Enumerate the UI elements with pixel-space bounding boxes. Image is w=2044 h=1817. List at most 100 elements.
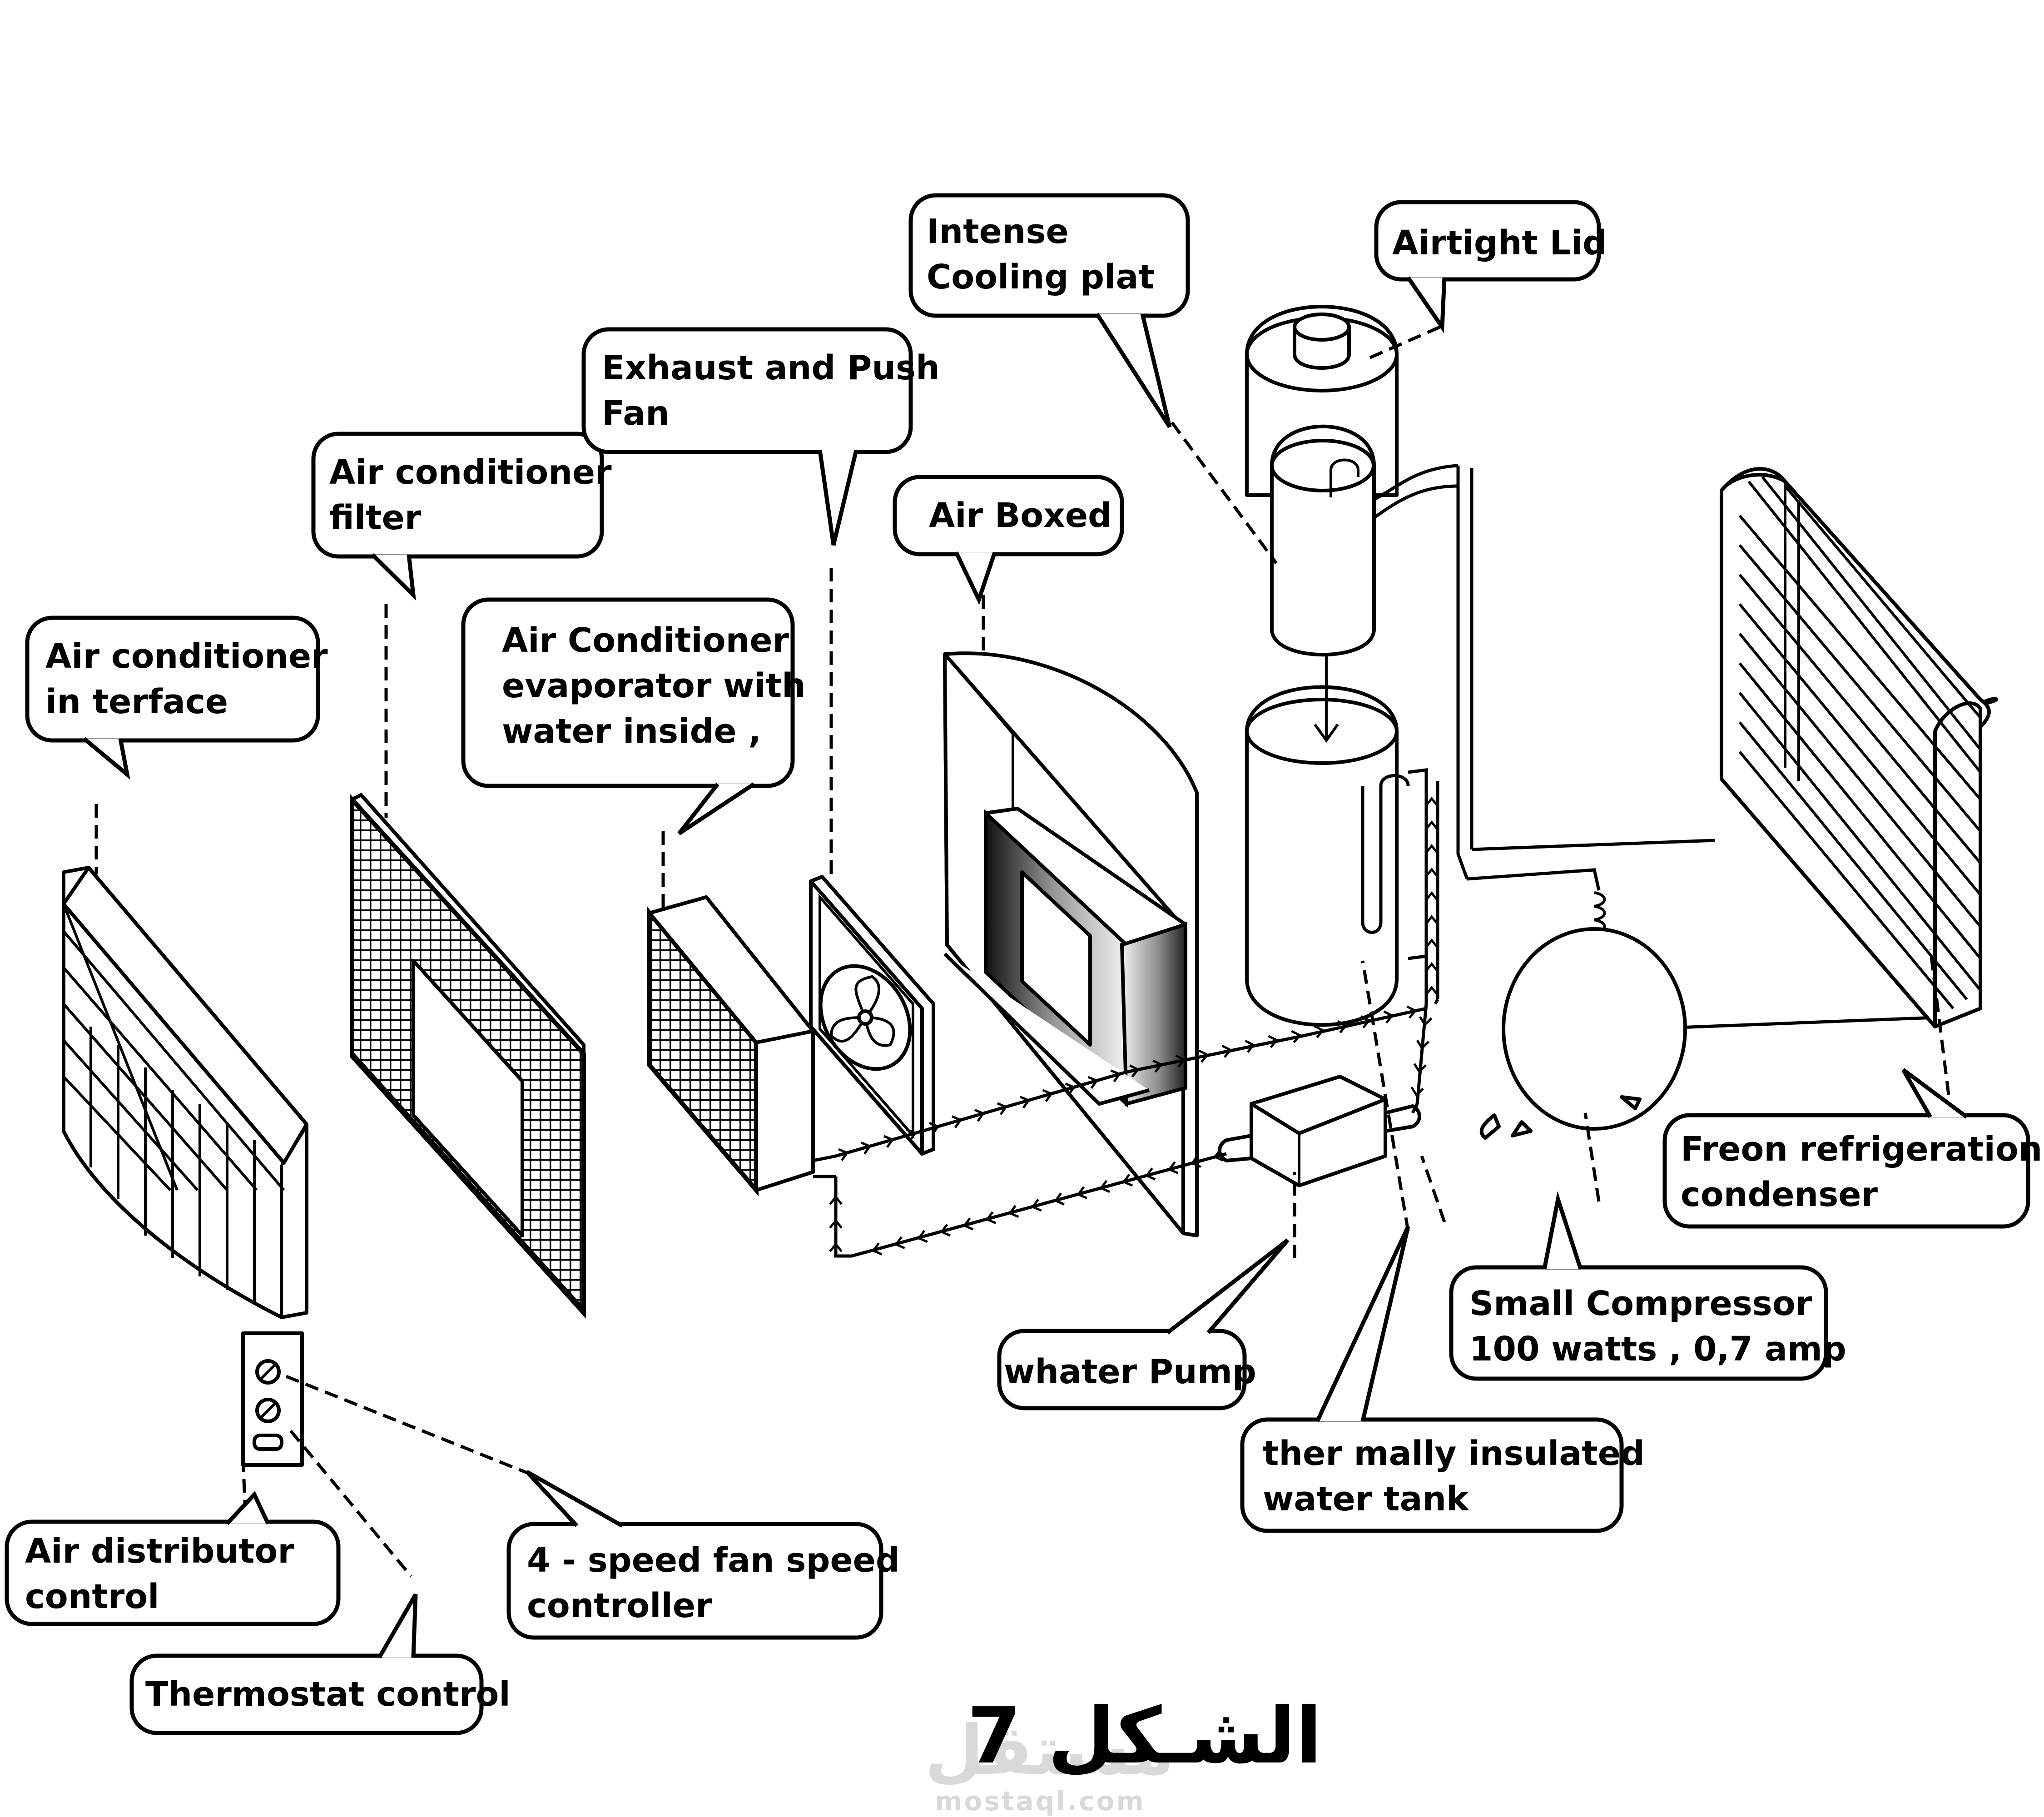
distributor-switch[interactable] (253, 1434, 283, 1451)
label-water-pump: whater Pump (1004, 1352, 1256, 1391)
flow-chevron (1425, 867, 1439, 878)
flow-chevron (1425, 962, 1439, 972)
label-cooling-1: Intense (927, 212, 1069, 251)
callout-exhaust-fan: Exhaust and Push Fan (581, 327, 940, 546)
label-evaporator-1: Air Conditioner (502, 621, 789, 660)
flow-chevron (894, 1236, 905, 1249)
label-interface-2: in terface (45, 682, 228, 721)
flow-chevron (906, 1128, 917, 1142)
flow-chevron (1416, 1039, 1430, 1050)
cooling-column (1245, 305, 1399, 1027)
flow-chevron (1425, 938, 1439, 948)
flow-chevron (1129, 1064, 1140, 1078)
flow-chevron (928, 1122, 940, 1135)
flow-chevron (962, 1217, 974, 1231)
filter-panel (350, 793, 586, 1319)
flow-chevron (1291, 1030, 1302, 1043)
label-cooling-2: Cooling plat (927, 258, 1155, 297)
callout-evaporator: Air Conditioner evaporator with water in… (461, 597, 806, 835)
flow-chevron (1268, 1035, 1279, 1048)
flow-chevron (1054, 1192, 1065, 1206)
flow-chevron (1337, 1020, 1348, 1033)
flow-chevron (1221, 1044, 1232, 1058)
flow-chevron (1413, 1063, 1427, 1074)
flow-chevron (1087, 1076, 1099, 1089)
callout-airtight-lid: Airtight Lid (1374, 200, 1607, 333)
flow-chevron (1360, 1015, 1371, 1029)
label-evaporator-2: evaporator with (502, 666, 806, 705)
callout-distributor: Air distributor control (5, 1491, 341, 1626)
flow-chevron (1198, 1049, 1209, 1063)
flow-chevron (1383, 1010, 1394, 1024)
label-water-tank-1: ther mally insulated (1263, 1434, 1645, 1473)
flow-chevron (1008, 1205, 1019, 1218)
label-interface-1: Air conditioner (45, 637, 328, 676)
flow-chevron (1065, 1082, 1076, 1096)
flow-chevron (1190, 1155, 1201, 1168)
label-distributor-1: Air distributor (25, 1532, 294, 1571)
flow-chevron (951, 1115, 962, 1128)
flow-chevron (1019, 1096, 1031, 1109)
flow-chevron (838, 1148, 849, 1161)
flow-chevron (1410, 1086, 1424, 1097)
flow-chevron (1245, 1040, 1255, 1053)
label-compressor-1: Small Compressor (1469, 1284, 1812, 1323)
label-distributor-2: control (25, 1577, 159, 1616)
label-evaporator-3: water inside , (502, 712, 761, 751)
label-fan-1: Exhaust and Push (602, 348, 940, 387)
callout-fan-speed: 4 - speed fan speed controller (506, 1470, 900, 1640)
label-thermostat: Thermostat control (145, 1675, 511, 1714)
label-condenser-2: condenser (1681, 1175, 1878, 1214)
flow-chevron (1175, 1054, 1186, 1068)
flow-chevron (1425, 844, 1439, 854)
flow-chevron (871, 1242, 883, 1256)
callout-air-boxed: Air Boxed (893, 475, 1124, 605)
callout-cooling-plate: Intense Cooling plat (908, 193, 1190, 428)
flow-chevron (1031, 1198, 1042, 1212)
flow-chevron (1167, 1161, 1179, 1174)
label-fan-speed-2: controller (527, 1586, 712, 1625)
flow-chevron (1406, 1005, 1417, 1019)
label-water-tank-2: water tank (1263, 1479, 1469, 1519)
flow-chevron (985, 1211, 997, 1224)
label-air-boxed: Air Boxed (929, 496, 1112, 535)
flow-chevron (997, 1102, 1008, 1115)
flow-chevron (1110, 1069, 1121, 1082)
evaporator-unit (647, 895, 815, 1196)
water-pump (1218, 1075, 1421, 1187)
flow-chevron (1152, 1059, 1163, 1073)
label-condenser-1: Freon refrigeration (1681, 1130, 2042, 1169)
callout-interface: Air conditioner in terface (25, 616, 328, 780)
figure-caption: الشـكل 7 (967, 1691, 1322, 1781)
fan-unit (809, 875, 935, 1156)
flow-chevron (829, 1242, 843, 1252)
watermark-arabic: مستقل (925, 1711, 1174, 1790)
callout-condenser: Freon refrigeration condenser (1662, 1068, 2042, 1229)
flow-chevron (1425, 985, 1439, 996)
watermark-url: mostaql.com (935, 1786, 1146, 1817)
callout-water-pump: whater Pump (997, 1238, 1290, 1410)
water-flow-lines (813, 781, 1439, 1258)
flow-chevron (1099, 1180, 1110, 1193)
leader-lines (94, 325, 1950, 1578)
label-filter-2: filter (329, 498, 422, 537)
flow-chevron (1425, 914, 1439, 925)
compressor-unit (1479, 927, 1687, 1140)
control-strip (241, 1331, 304, 1467)
callout-water-tank: ther mally insulated water tank (1240, 1226, 1645, 1533)
flow-chevron (1425, 820, 1439, 830)
flow-chevron (829, 1195, 843, 1205)
flow-chevron (1425, 891, 1439, 901)
flow-chevron (1042, 1089, 1053, 1102)
callout-filter: Air conditioner filter (311, 432, 612, 601)
label-airtight-lid: Airtight Lid (1392, 223, 1607, 263)
flow-chevron (1213, 1148, 1224, 1162)
callout-compressor: Small Compressor 100 watts , 0,7 amp (1449, 1191, 1846, 1381)
flow-chevron (1314, 1025, 1325, 1038)
label-filter-1: Air conditioner (329, 453, 612, 492)
flow-chevron (1122, 1173, 1133, 1187)
flow-chevron (883, 1135, 894, 1148)
label-fan-2: Fan (602, 394, 670, 433)
label-compressor-2: 100 watts , 0,7 amp (1469, 1330, 1846, 1369)
